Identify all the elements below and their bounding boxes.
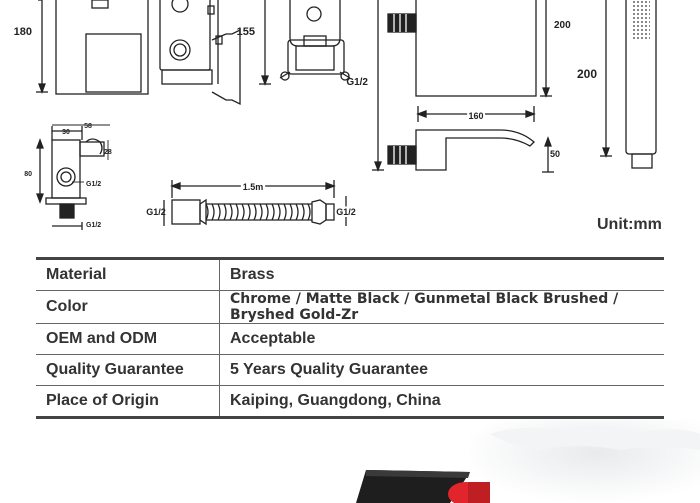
dim-155: 155 [237,26,255,38]
dim-30: 30 [62,129,70,136]
product-photo [356,420,700,503]
unit-label: Unit:mm [597,216,662,233]
dim-hose-length: 1.5m [243,182,264,192]
spec-value: Kaiping, Guangdong, China [230,392,441,409]
spec-table: Material Brass Color Chrome / Matte Blac… [36,257,664,419]
spec-value: 5 Years Quality Guarantee [219,354,664,386]
spec-row-guarantee: Quality Guarantee 5 Years Quality Guaran… [36,354,664,386]
dim-g12-outlet-bottom: G1/2 [86,222,101,229]
dim-80: 80 [24,171,32,178]
dim-160: 160 [468,111,483,121]
dim-g12-hose-left: G1/2 [146,207,166,217]
valve-body-drawing [159,0,241,106]
spec-value: Brass [219,258,664,291]
dim-58: 58 [84,123,92,130]
dim-28: 28 [104,149,112,156]
spec-row-color: Color Chrome / Matte Black / Gunmetal Bl… [36,290,664,324]
spec-row-origin: Place of Origin Kaiping, Guangdong, Chin… [36,385,664,418]
product-body [356,470,470,503]
spec-row-material: Material Brass [36,258,664,291]
dim-200-shower: 200 [577,67,597,81]
dim-180: 180 [14,26,32,38]
spec-value: Acceptable [219,323,664,355]
technical-drawings: 180 155 200 200 G1/2 160 50 58 30 28 80 … [14,0,657,230]
dim-200-spout: 200 [554,20,571,31]
mixer-plate-drawing [36,0,149,95]
hose-drawing [163,180,347,226]
spout-drawing [372,0,554,173]
wall-outlet-drawing [36,124,110,230]
dim-50: 50 [550,149,560,159]
spec-value: Chrome / Matte Black / Gunmetal Black Br… [219,290,664,324]
spec-label: OEM and ODM [36,323,220,355]
spec-label: Material [36,258,220,291]
dim-g12-hose-right: G1/2 [336,207,356,217]
dim-g12-spout: G1/2 [346,77,368,88]
dim-g12-outlet-side: G1/2 [86,181,101,188]
spec-label: Color [36,290,220,324]
hand-shower-drawing [600,0,657,169]
spec-label: Quality Guarantee [36,354,220,386]
spec-label: Place of Origin [36,385,220,418]
spec-row-oem: OEM and ODM Acceptable [36,323,664,355]
box-155-drawing [259,0,351,86]
